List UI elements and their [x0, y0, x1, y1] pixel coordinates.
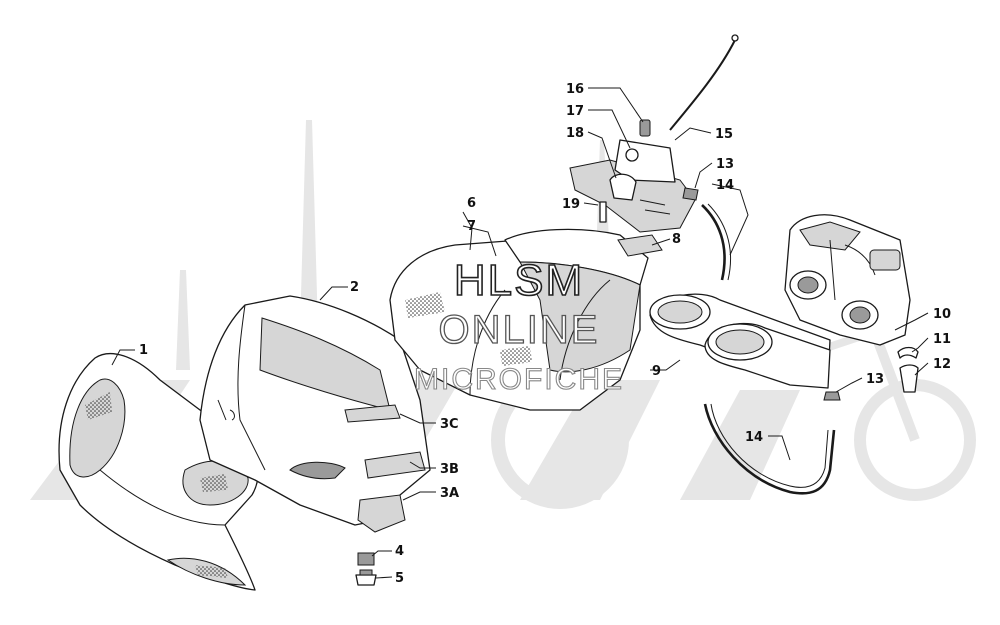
- part-throttle-cable: [669, 34, 739, 131]
- callout-18: 18: [566, 126, 584, 141]
- callout-14-lower: 14: [745, 430, 763, 445]
- callout-4: 4: [395, 544, 404, 559]
- part-hose-clamp: [897, 346, 919, 359]
- callout-17: 17: [566, 104, 584, 119]
- callout-14-upper: 14: [716, 178, 734, 193]
- part-throttle-bracket: [569, 119, 699, 233]
- callout-15: 15: [715, 127, 733, 142]
- callout-19: 19: [562, 197, 580, 212]
- callout-3b: 3B: [440, 462, 459, 477]
- watermark-line-3: MICROFICHE: [414, 363, 624, 396]
- part-plug: [899, 364, 919, 393]
- callout-7: 7: [467, 219, 476, 234]
- callout-6: 6: [467, 196, 476, 211]
- part-foam-pad: [617, 234, 663, 257]
- part-air-box: [389, 228, 649, 411]
- part-lower-hose: [703, 391, 841, 495]
- part-intake-boots: [649, 293, 831, 389]
- callout-13-upper: 13: [716, 157, 734, 172]
- callout-9: 9: [652, 364, 661, 379]
- part-upper-hose: [701, 203, 732, 281]
- callouts: 1 2 3A 3B 3C 4 5 6 7 8 9 10 11 12 13 13 …: [139, 82, 951, 586]
- callout-16: 16: [566, 82, 584, 97]
- part-console-shell: [199, 295, 431, 533]
- watermark-line-2: ONLINE: [439, 308, 600, 352]
- callout-10: 10: [933, 307, 951, 322]
- callout-8: 8: [672, 232, 681, 247]
- callout-3c: 3C: [440, 417, 459, 432]
- part-hood-front: [58, 353, 259, 591]
- callout-5: 5: [395, 571, 404, 586]
- callout-12: 12: [933, 357, 951, 372]
- watermark-line-1: HLSM: [454, 256, 584, 305]
- part-throttle-body: [784, 214, 911, 346]
- callout-13-lower: 13: [866, 372, 884, 387]
- callout-1: 1: [139, 343, 148, 358]
- leader-lines: [111, 87, 929, 579]
- callout-3a: 3A: [440, 486, 459, 501]
- part-fasteners: [355, 552, 377, 586]
- watermark: HLSM ONLINE MICROFICHE: [413, 255, 624, 396]
- callout-2: 2: [350, 280, 359, 295]
- callout-11: 11: [933, 332, 951, 347]
